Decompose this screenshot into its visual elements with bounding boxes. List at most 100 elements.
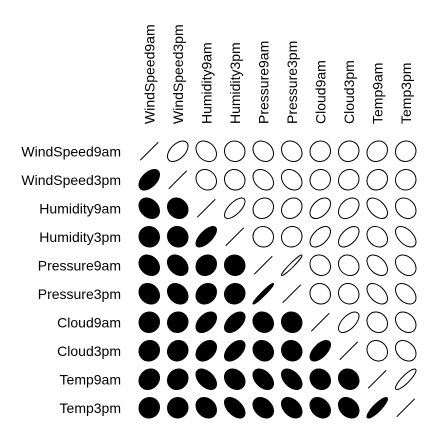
row-label-temp3pm: Temp3pm bbox=[60, 400, 121, 416]
column-label-windspeed9am: WindSpeed9am bbox=[141, 24, 157, 124]
cell-windspeed9am-humidity9am bbox=[195, 140, 217, 163]
row-label-humidity9am: Humidity9am bbox=[39, 200, 121, 216]
cell-windspeed3pm-humidity3pm bbox=[223, 168, 246, 191]
cell-temp3pm-pressure3pm bbox=[280, 397, 303, 419]
column-label-temp3pm: Temp3pm bbox=[398, 63, 414, 124]
cell-pressure3pm-windspeed9am bbox=[138, 282, 160, 305]
cell-windspeed9am-windspeed9am bbox=[139, 141, 159, 161]
cell-humidity3pm-windspeed9am bbox=[138, 225, 160, 248]
row-label-windspeed3pm: WindSpeed3pm bbox=[21, 172, 121, 188]
cell-humidity3pm-humidity9am bbox=[195, 225, 217, 248]
row-labels: WindSpeed9amWindSpeed3pmHumidity9amHumid… bbox=[21, 143, 121, 416]
cell-pressure9am-windspeed3pm bbox=[167, 254, 189, 276]
cell-windspeed9am-pressure9am bbox=[252, 140, 275, 163]
cell-cloud3pm-temp9am bbox=[366, 339, 389, 362]
column-label-humidity3pm: Humidity3pm bbox=[227, 42, 243, 124]
cell-humidity3pm-temp9am bbox=[366, 225, 388, 248]
correlation-cells bbox=[138, 140, 417, 419]
cell-cloud9am-humidity9am bbox=[195, 311, 218, 334]
cell-temp3pm-windspeed3pm bbox=[167, 397, 189, 419]
cell-temp9am-pressure3pm bbox=[280, 368, 303, 391]
cell-pressure3pm-pressure9am bbox=[252, 283, 275, 305]
cell-cloud9am-humidity3pm bbox=[223, 311, 246, 334]
cell-windspeed3pm-temp3pm bbox=[394, 168, 417, 191]
cell-pressure3pm-humidity9am bbox=[195, 282, 217, 305]
row-label-temp9am: Temp9am bbox=[60, 371, 121, 387]
cell-pressure9am-cloud9am bbox=[309, 254, 331, 276]
cell-humidity9am-pressure3pm bbox=[280, 197, 303, 219]
cell-temp3pm-temp3pm bbox=[396, 398, 416, 418]
cell-temp9am-windspeed3pm bbox=[167, 368, 189, 390]
cell-windspeed3pm-humidity9am bbox=[195, 169, 217, 191]
cell-cloud9am-windspeed3pm bbox=[166, 311, 189, 333]
cell-windspeed9am-windspeed3pm bbox=[166, 140, 189, 162]
column-label-windspeed3pm: WindSpeed3pm bbox=[170, 24, 186, 124]
cell-cloud3pm-humidity9am bbox=[195, 339, 217, 362]
cell-temp9am-cloud9am bbox=[309, 368, 332, 391]
cell-pressure9am-pressure9am bbox=[253, 255, 273, 275]
cell-temp3pm-humidity9am bbox=[195, 396, 217, 419]
cell-cloud9am-cloud9am bbox=[310, 312, 330, 332]
column-label-humidity9am: Humidity9am bbox=[198, 42, 214, 124]
cell-temp3pm-cloud3pm bbox=[338, 397, 360, 419]
cell-windspeed3pm-cloud9am bbox=[309, 168, 332, 191]
cell-humidity3pm-cloud9am bbox=[309, 226, 331, 248]
row-label-cloud3pm: Cloud3pm bbox=[57, 343, 121, 359]
cell-cloud9am-pressure3pm bbox=[281, 311, 303, 334]
row-label-cloud9am: Cloud9am bbox=[57, 314, 121, 330]
cell-windspeed9am-temp9am bbox=[366, 140, 388, 163]
cell-temp9am-pressure9am bbox=[252, 368, 274, 391]
cell-humidity9am-humidity9am bbox=[196, 198, 216, 218]
cell-pressure3pm-cloud9am bbox=[309, 283, 332, 305]
column-label-temp9am: Temp9am bbox=[369, 63, 385, 124]
cell-windspeed3pm-windspeed3pm bbox=[168, 170, 188, 190]
cell-humidity3pm-temp3pm bbox=[395, 226, 417, 248]
cell-humidity9am-temp9am bbox=[366, 197, 389, 220]
row-label-humidity3pm: Humidity3pm bbox=[39, 229, 121, 245]
cell-cloud9am-temp3pm bbox=[394, 311, 417, 333]
cell-humidity9am-cloud3pm bbox=[337, 197, 360, 220]
column-label-cloud3pm: Cloud3pm bbox=[341, 60, 357, 124]
column-labels: WindSpeed9am WindSpeed3pm Humidity9am Humid… bbox=[141, 24, 414, 124]
column-label-pressure9am: Pressure9am bbox=[255, 41, 271, 124]
cell-cloud3pm-windspeed3pm bbox=[167, 340, 189, 362]
cell-humidity3pm-pressure3pm bbox=[281, 225, 303, 248]
cell-temp9am-windspeed9am bbox=[138, 368, 160, 390]
cell-humidity3pm-pressure9am bbox=[252, 225, 274, 248]
cell-windspeed3pm-temp9am bbox=[366, 168, 389, 191]
cell-pressure9am-humidity3pm bbox=[223, 254, 246, 276]
cell-pressure3pm-temp9am bbox=[366, 283, 388, 305]
cell-temp3pm-cloud9am bbox=[309, 396, 331, 419]
cell-pressure3pm-cloud3pm bbox=[338, 283, 360, 305]
cell-humidity9am-temp3pm bbox=[394, 197, 417, 219]
cell-pressure3pm-temp3pm bbox=[394, 283, 417, 305]
cell-cloud3pm-pressure3pm bbox=[281, 340, 303, 362]
cell-windspeed9am-pressure3pm bbox=[281, 140, 303, 163]
cell-temp3pm-windspeed9am bbox=[138, 396, 161, 419]
cell-pressure3pm-windspeed3pm bbox=[166, 282, 189, 305]
cell-windspeed9am-humidity3pm bbox=[223, 140, 246, 162]
cell-cloud3pm-windspeed9am bbox=[138, 340, 160, 362]
cell-humidity9am-pressure9am bbox=[252, 197, 275, 219]
row-label-windspeed9am: WindSpeed9am bbox=[21, 143, 121, 159]
cell-temp9am-humidity9am bbox=[195, 368, 217, 391]
cell-humidity3pm-cloud3pm bbox=[337, 226, 360, 248]
cell-windspeed3pm-windspeed9am bbox=[138, 168, 160, 191]
cell-pressure9am-temp9am bbox=[366, 254, 388, 277]
cell-humidity9am-windspeed9am bbox=[138, 197, 160, 220]
column-label-pressure3pm: Pressure3pm bbox=[284, 41, 300, 124]
cell-temp9am-humidity3pm bbox=[223, 368, 246, 390]
cell-temp9am-cloud3pm bbox=[338, 368, 360, 390]
cell-temp9am-temp3pm bbox=[395, 368, 417, 390]
cell-cloud3pm-humidity3pm bbox=[223, 340, 246, 362]
cell-cloud9am-windspeed9am bbox=[138, 311, 160, 333]
cell-humidity9am-windspeed3pm bbox=[166, 197, 189, 220]
cell-pressure9am-temp3pm bbox=[394, 254, 417, 277]
cell-cloud9am-temp9am bbox=[366, 311, 389, 334]
cell-cloud3pm-cloud9am bbox=[309, 339, 332, 362]
cell-pressure9am-cloud3pm bbox=[337, 254, 360, 276]
cell-cloud9am-pressure9am bbox=[252, 311, 275, 333]
cell-pressure9am-pressure3pm bbox=[281, 254, 303, 277]
cell-humidity9am-humidity3pm bbox=[223, 197, 246, 220]
